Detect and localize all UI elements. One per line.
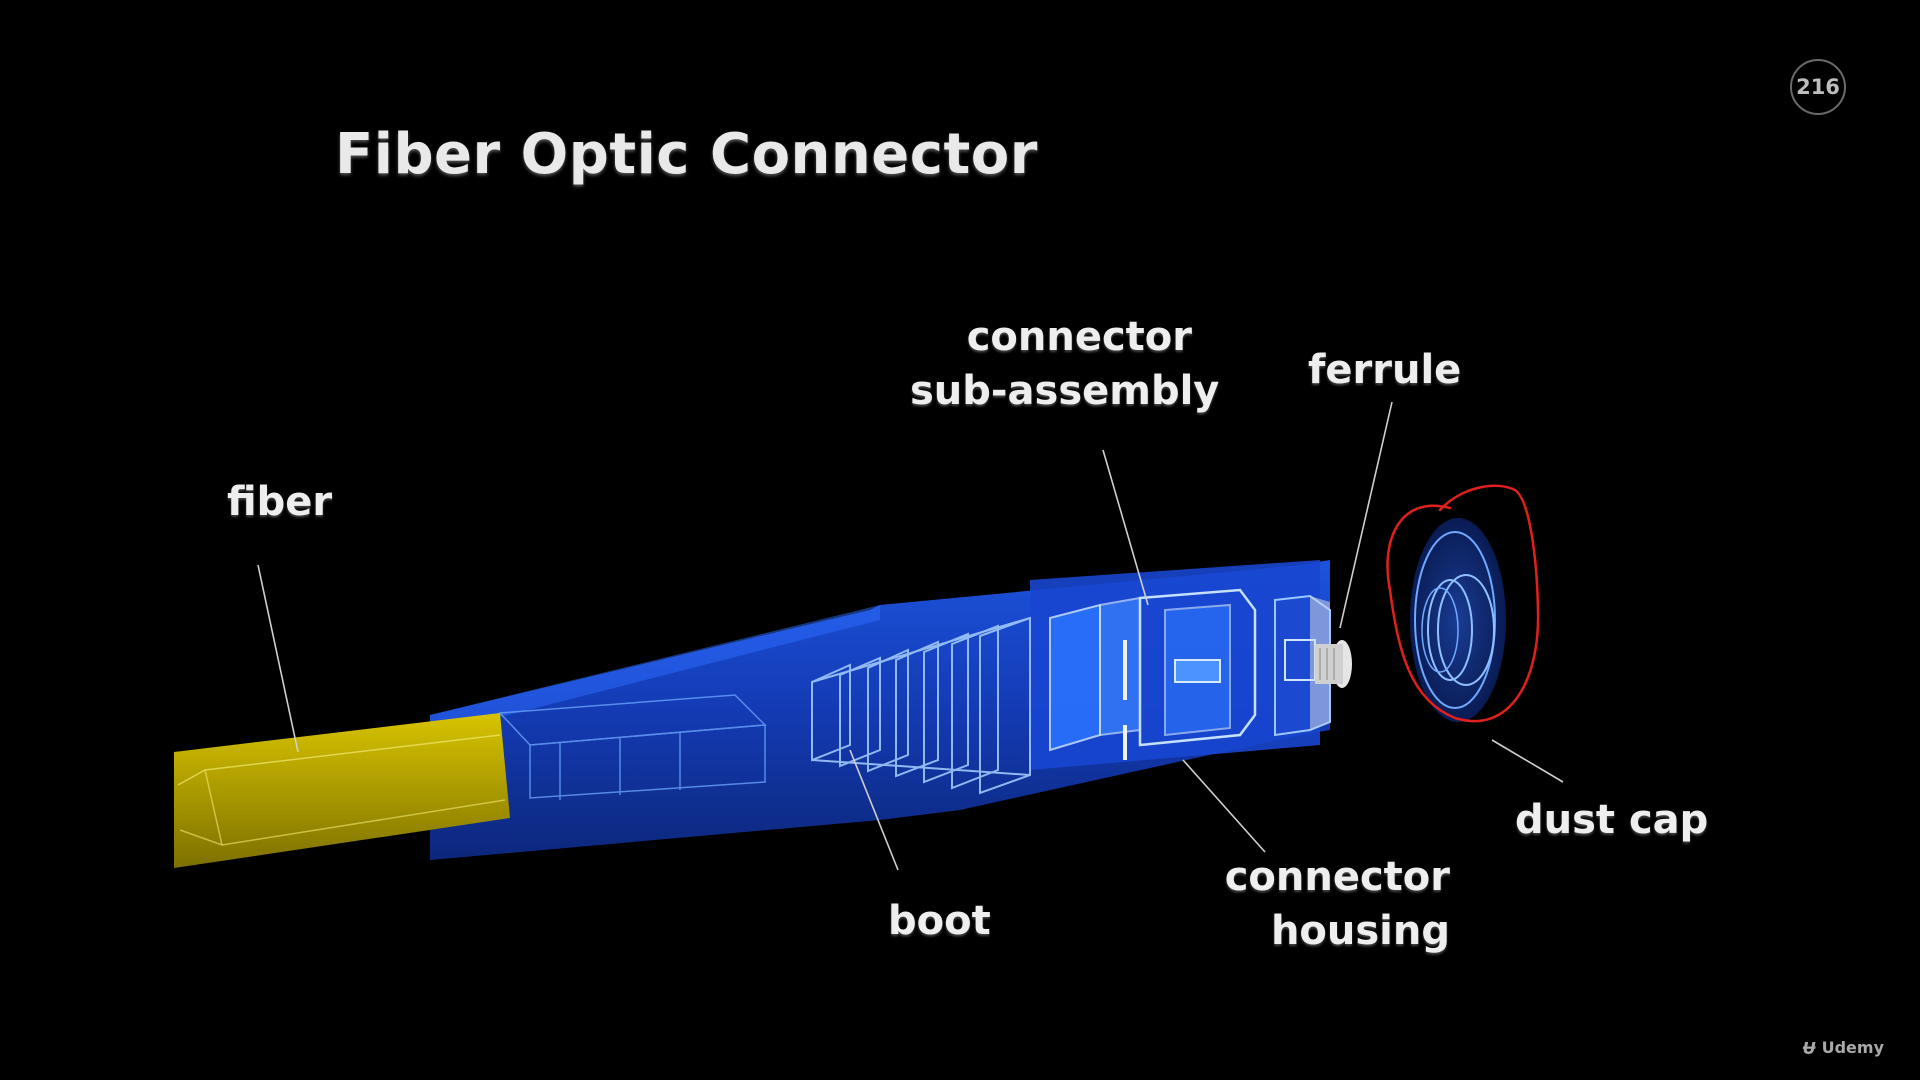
label-connector-housing-line2: housing xyxy=(1270,908,1450,954)
label-connector-sub-assembly: connector sub-assembly xyxy=(910,310,1220,418)
ferrule xyxy=(1315,640,1352,688)
cable-wireframe xyxy=(498,694,767,800)
udemy-brand: ᵾ Udemy xyxy=(1803,1034,1884,1060)
label-fiber: fiber xyxy=(227,479,333,525)
slide-number-badge: 216 xyxy=(1790,59,1846,115)
label-connector-sub-assembly-line2: sub-assembly xyxy=(910,368,1220,414)
connector-subassembly xyxy=(1049,588,1257,760)
slide-title: Fiber Optic Connector xyxy=(335,122,1038,187)
label-connector-sub-assembly-line1: connector xyxy=(966,314,1192,360)
label-ferrule: ferrule xyxy=(1308,347,1462,393)
label-connector-housing: connector housing xyxy=(1210,850,1450,958)
label-boot: boot xyxy=(888,898,991,944)
annotation-circle xyxy=(1386,484,1540,723)
boot-wireframe xyxy=(811,616,1031,795)
label-connector-housing-line1: connector xyxy=(1224,854,1450,900)
udemy-brand-name: Udemy xyxy=(1821,1037,1884,1057)
leader-lines xyxy=(257,401,1564,871)
fiber-cable xyxy=(174,713,510,868)
udemy-logo-icon: ᵾ xyxy=(1802,1035,1816,1060)
label-dust-cap: dust cap xyxy=(1515,797,1709,843)
dust-cap xyxy=(1410,518,1506,722)
